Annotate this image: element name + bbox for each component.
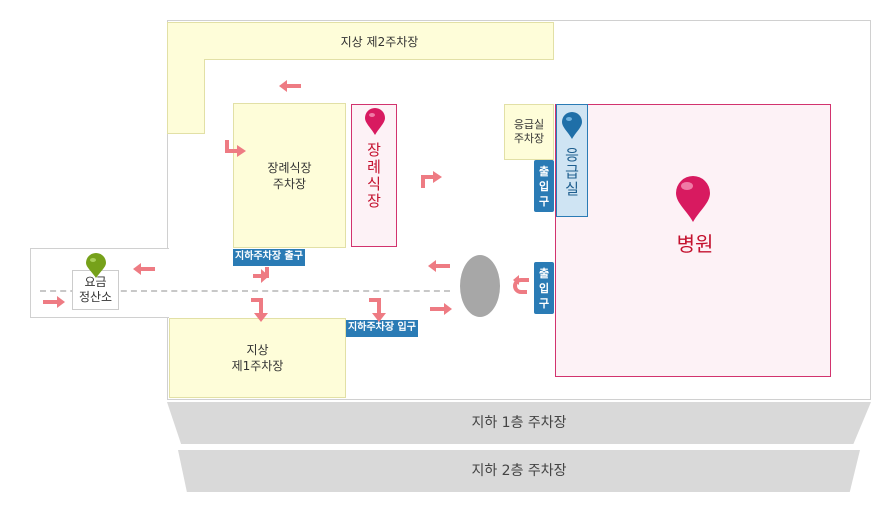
funeral-hall-char: 장 [367,141,381,159]
funeral-parking-lot: 장례식장 주차장 [233,103,346,248]
gate-char: 구 [538,296,550,310]
arrow-turn-right-icon [225,140,246,157]
emergency-pin-icon [562,112,582,139]
gate-char: 입 [538,281,550,295]
arrow-turn-down-icon [369,298,386,322]
toll-booth: 요금 정산소 [72,270,119,310]
arrow-u-turn-icon [513,275,529,294]
arrow-turn-down-icon [251,298,268,322]
entry-road-gap [167,249,169,317]
funeral-hall-char: 장 [367,192,381,210]
road-centerline [40,290,450,292]
er-parking-lot: 응급실 주차장 [504,104,554,160]
arrow-left-icon [133,263,155,275]
gate-tag-upper: 출 입 구 [534,160,554,212]
ground-lot-1: 지상 제1주차장 [169,318,346,398]
basement-2-floor [178,450,860,492]
emergency-char: 실 [565,179,579,198]
arrow-left-icon [428,260,450,272]
roundabout [460,255,500,317]
hospital-building [555,104,831,377]
hospital-pin-icon [676,176,710,222]
basement-1-label: 지하 1층 주차장 [471,415,567,431]
hospital-label: 병원 [676,232,714,256]
basement-2-label: 지하 2층 주차장 [471,463,567,479]
basement-1-floor [167,402,871,444]
underground-exit-tag: 지하주차장 출구 [233,249,305,266]
ground-lot-2-mask [168,23,553,59]
arrow-right-icon [430,303,452,315]
funeral-hall-pin-icon [365,108,385,135]
gate-char: 출 [538,164,550,178]
emergency-char: 급 [565,162,579,181]
emergency-char: 응 [565,145,579,164]
gate-tag-lower: 출 입 구 [534,262,554,314]
funeral-hall-char: 례 [367,158,381,176]
funeral-hall-label: 장 례 식 장 [351,138,397,214]
gate-char: 출 [538,266,550,280]
arrow-right-icon [43,296,65,308]
funeral-hall-char: 식 [367,175,381,193]
emergency-room-label-top: 응 급 실 [556,143,588,201]
arrow-turn-right-icon [421,171,442,188]
gate-char: 입 [538,179,550,193]
ground-lot-2-label: 지상 제2주차장 [340,35,419,49]
arrow-left-icon [279,80,301,92]
arrow-turn-down-icon [253,267,269,283]
toll-booth-pin-icon [86,253,106,278]
ground-lot-2-mask2 [168,23,204,133]
gate-char: 구 [538,194,550,208]
underground-entrance-tag: 지하주차장 입구 [346,320,418,337]
